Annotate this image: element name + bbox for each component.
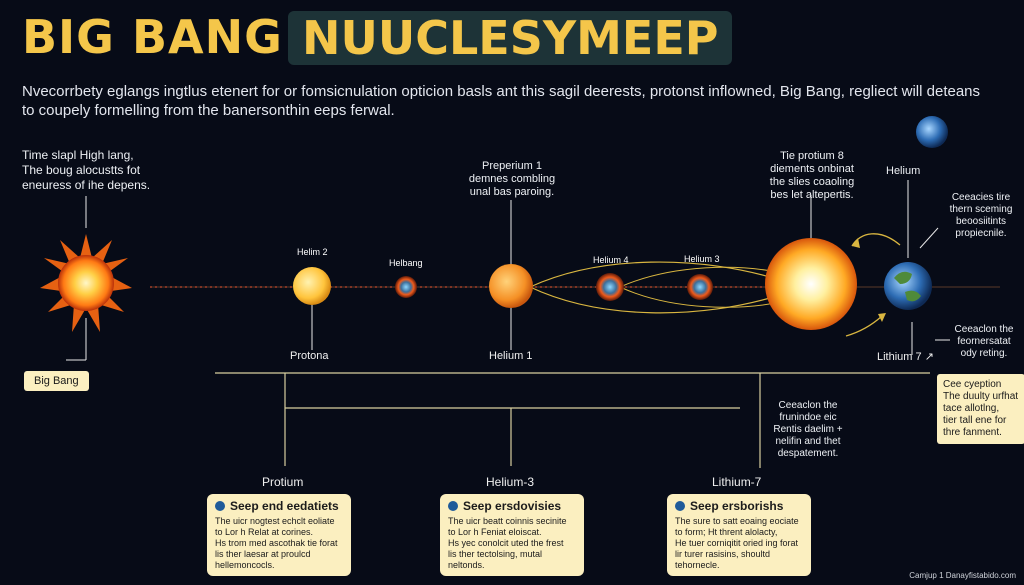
title-part1: BIG BANG [22,10,283,64]
curve-arrow-bottom [845,315,883,337]
earth-land [894,271,921,302]
callout-right-box: Cee cyeption The duulty urfhat tace allo… [937,374,1024,444]
bubble-helim2 [293,267,331,305]
left-caption: Time slapl High lang, The boug alocustts… [22,148,151,192]
bubble-label-helium4: Helium 4 [593,255,629,265]
callout-protium-top: Preperium 1 demnes combling unal bas par… [468,160,556,198]
pointer-arrow-right-top [919,227,939,249]
callout-center-low: Ceeaclon the frunindoe eic Rentis daelim… [773,400,843,459]
bubble-earth [884,262,932,310]
bubble-label-helim2: Helim 2 [297,247,328,257]
credit-text: Camjup 1 Danayfistabido.com [909,571,1016,580]
step-card-3-header: Seep ersborishs [675,500,803,512]
step-card-1-title: Seep end eedatiets [230,499,339,513]
stage-label-protona: Protona [290,350,329,362]
info-icon [215,501,225,511]
bubble-label-helium3: Helium 3 [684,254,720,264]
info-icon [448,501,458,511]
title-part2: NUUCLESYMEEP [288,11,733,65]
big-bang-label: Big Bang [24,371,89,391]
bubble-helbang [395,276,417,298]
callout-middle-top: Tie protium 8 diements onbinat the slies… [769,150,855,201]
curve-arrow-top-head [852,238,860,248]
step-card-1-body: The uicr nogtest echclt eoliate to Lor h… [215,516,338,570]
bubble-helium4 [596,273,624,301]
orbit-arc-1 [529,261,781,288]
stage-label-lithium7-top: Lithium 7 ↗ [877,351,934,363]
step-card-2-header: Seep ersdovisies [448,500,576,512]
step-card-1-header: Seep end eedatiets [215,500,343,512]
stage-label-lithium7: Lithium-7 [712,475,762,489]
small-earth-icon [916,116,948,148]
step-card-3-body: The sure to satt eoaing eociate to form;… [675,516,799,570]
big-bang-burst [40,234,132,332]
step-card-1: Seep end eedatiets The uicr nogtest echc… [207,494,351,576]
callout-right-mid: Ceeaclon the feornersatat ody reting. [954,324,1014,359]
callout-right-top: Ceeacies tire thern sceming beoosiitints… [949,192,1013,239]
step-card-3-title: Seep ersborishs [690,499,784,513]
step-card-2-title: Seep ersdovisies [463,499,562,513]
step-card-2: Seep ersdovisies The uicr beatt coinnis … [440,494,584,576]
bubble-great-sun [765,238,857,330]
bubble-label-helium: Helium [886,165,921,177]
bubble-protium [489,264,533,308]
stage-label-helium3: Helium-3 [486,475,535,489]
intro-text: Nvecorrbety eglangs ingtlus etenert for … [22,83,981,119]
bubble-label-helbang: Helbang [389,258,423,268]
step-card-2-body: The uicr beatt coinnis secinite to Lor h… [448,516,567,570]
orbit-arc-2 [529,286,781,314]
stage-label-helium1: Helium 1 [489,350,533,362]
curve-arrow-bottom-head [878,313,886,322]
bubble-helium3 [687,274,713,300]
info-icon [675,501,685,511]
curve-arrow-top [851,233,901,247]
step-card-3: Seep ersborishs The sure to satt eoaing … [667,494,811,576]
stage-label-protium: Protium [262,475,304,489]
